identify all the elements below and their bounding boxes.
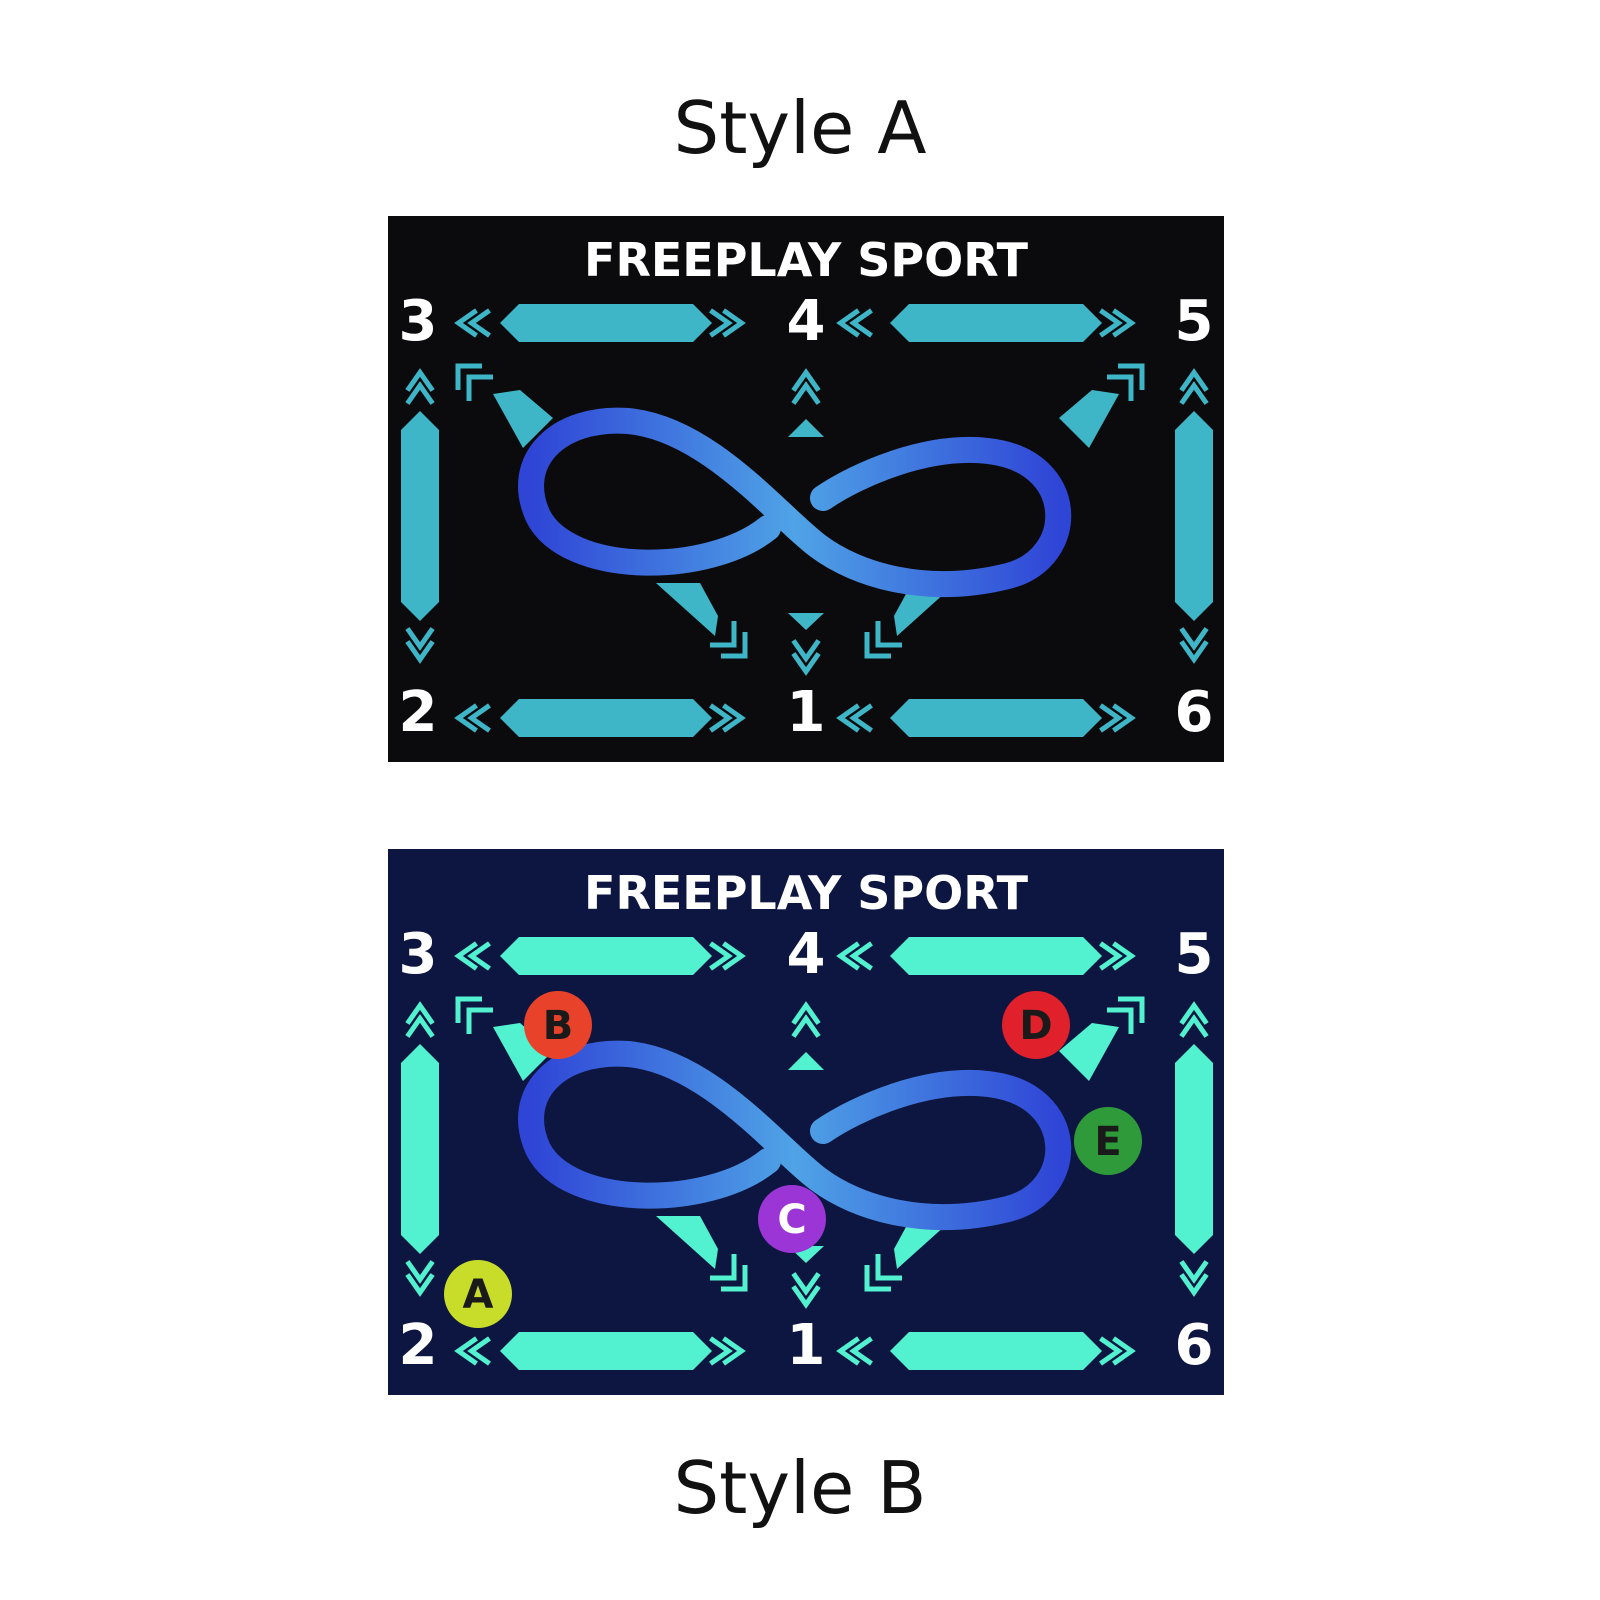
position-number-4: 4	[787, 922, 826, 987]
triangle-up	[788, 1052, 824, 1070]
corner-arrow-icon	[455, 996, 493, 1034]
marker-letter: D	[1019, 1003, 1052, 1049]
vertical-bar	[1175, 1044, 1213, 1254]
double-chevron-up-icon	[791, 1001, 821, 1038]
horizontal-bar	[500, 699, 712, 737]
double-chevron-down-icon	[1179, 627, 1209, 664]
marker-letter: C	[777, 1197, 806, 1243]
marker-letter: A	[463, 1272, 494, 1318]
infinity-icon	[518, 1040, 1072, 1231]
double-chevron-up-icon	[791, 368, 821, 405]
position-number-2: 2	[399, 680, 438, 745]
position-number-6: 6	[1175, 680, 1214, 745]
double-chevron-right-icon	[1099, 703, 1136, 733]
double-chevron-down-icon	[405, 1260, 435, 1297]
double-chevron-left-icon	[836, 703, 873, 733]
mat-title: FREEPLAY SPORT	[584, 866, 1029, 920]
double-chevron-left-icon	[454, 941, 491, 971]
horizontal-bar	[500, 937, 712, 975]
corner-arrow-icon	[455, 363, 493, 401]
horizontal-bar	[500, 1332, 712, 1370]
double-chevron-up-icon	[405, 368, 435, 405]
double-chevron-right-icon	[709, 1336, 746, 1366]
double-chevron-right-icon	[709, 308, 746, 338]
marker-d: D	[1002, 991, 1070, 1059]
double-chevron-left-icon	[454, 308, 491, 338]
double-chevron-left-icon	[836, 308, 873, 338]
position-number-1: 1	[787, 1313, 826, 1378]
mat-style-b: FREEPLAY SPORT 3 4 5 2 1 6 A B C D E	[388, 849, 1224, 1395]
double-chevron-up-icon	[1179, 1001, 1209, 1038]
triangle-up	[788, 419, 824, 437]
double-chevron-up-icon	[405, 1001, 435, 1038]
diagonal-pad-bottom-left	[656, 1216, 718, 1269]
double-chevron-down-icon	[791, 639, 821, 676]
horizontal-bar	[500, 304, 712, 342]
double-chevron-right-icon	[709, 941, 746, 971]
double-chevron-right-icon	[1099, 1336, 1136, 1366]
horizontal-bar	[890, 937, 1102, 975]
corner-arrow-icon	[1107, 363, 1145, 401]
vertical-bar	[401, 411, 439, 621]
double-chevron-left-icon	[454, 1336, 491, 1366]
mat-style-a: FREEPLAY SPORT 3 4 5 2 1 6	[388, 216, 1224, 762]
horizontal-bar	[890, 699, 1102, 737]
diagonal-pad-top-left	[493, 390, 553, 448]
double-chevron-down-icon	[405, 627, 435, 664]
style-b-label: Style B	[673, 1446, 927, 1530]
horizontal-bar	[890, 1332, 1102, 1370]
vertical-bar	[401, 1044, 439, 1254]
double-chevron-up-icon	[1179, 368, 1209, 405]
diagonal-pad-top-right	[1059, 390, 1119, 448]
position-number-3: 3	[399, 922, 438, 987]
marker-letter: B	[543, 1003, 574, 1049]
horizontal-bar	[890, 304, 1102, 342]
corner-arrow-icon	[710, 621, 748, 659]
diagonal-pad-top-left	[493, 1023, 553, 1081]
position-number-5: 5	[1175, 289, 1214, 354]
marker-b: B	[524, 991, 592, 1059]
vertical-bar	[1175, 411, 1213, 621]
diagonal-pad-top-right	[1059, 1023, 1119, 1081]
double-chevron-left-icon	[836, 941, 873, 971]
marker-e: E	[1074, 1107, 1142, 1175]
marker-a: A	[444, 1260, 512, 1328]
mat-title: FREEPLAY SPORT	[584, 233, 1029, 287]
double-chevron-right-icon	[709, 703, 746, 733]
double-chevron-left-icon	[836, 1336, 873, 1366]
style-a-label: Style A	[673, 86, 927, 170]
corner-arrow-icon	[710, 1254, 748, 1292]
double-chevron-left-icon	[454, 703, 491, 733]
double-chevron-right-icon	[1099, 941, 1136, 971]
double-chevron-down-icon	[1179, 1260, 1209, 1297]
double-chevron-down-icon	[791, 1272, 821, 1309]
position-number-2: 2	[399, 1313, 438, 1378]
marker-c: C	[758, 1185, 826, 1253]
position-number-6: 6	[1175, 1313, 1214, 1378]
corner-arrow-icon	[864, 1254, 902, 1292]
marker-letter: E	[1094, 1119, 1121, 1165]
triangle-down	[788, 613, 824, 630]
position-number-5: 5	[1175, 922, 1214, 987]
position-number-3: 3	[399, 289, 438, 354]
position-number-1: 1	[787, 680, 826, 745]
corner-arrow-icon	[864, 621, 902, 659]
position-number-4: 4	[787, 289, 826, 354]
corner-arrow-icon	[1107, 996, 1145, 1034]
infinity-icon	[518, 407, 1072, 598]
double-chevron-right-icon	[1099, 308, 1136, 338]
diagonal-pad-bottom-left	[656, 583, 718, 636]
